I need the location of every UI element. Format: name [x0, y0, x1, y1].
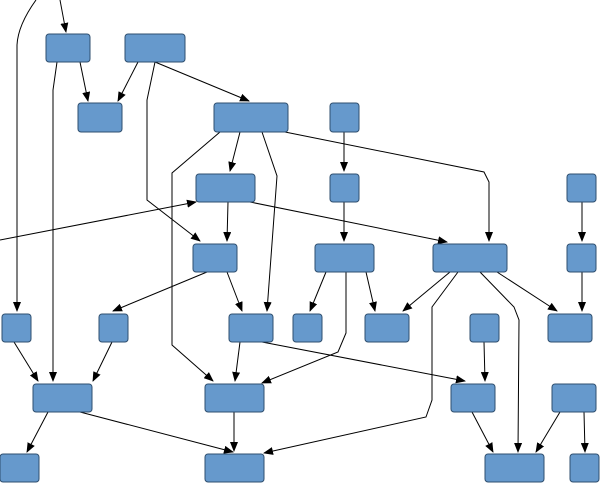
edge-arrow — [228, 131, 241, 172]
edge-arrow — [535, 411, 561, 453]
edge-arrow — [92, 341, 113, 382]
edge-arrow — [402, 271, 451, 312]
edge-arrow — [226, 271, 243, 312]
diagram-node-n10[interactable] — [314, 243, 375, 273]
diagram-node-n1[interactable] — [45, 33, 91, 63]
diagram-node-n14[interactable] — [98, 313, 129, 343]
diagram-node-n21[interactable] — [204, 383, 265, 413]
diagram-node-n19[interactable] — [547, 313, 593, 343]
edge-arrow — [112, 271, 208, 312]
diagram-node-n24[interactable] — [0, 453, 40, 483]
edge-arrow — [580, 411, 589, 453]
edge-arrow — [261, 272, 347, 384]
edge-layer — [0, 0, 589, 455]
edge-arrow — [13, 0, 37, 312]
diagram-node-n8[interactable] — [566, 173, 597, 203]
diagram-node-n23[interactable] — [551, 383, 597, 413]
edge-arrow — [26, 411, 49, 453]
edge-arrow — [0, 199, 197, 241]
edge-arrow — [284, 131, 493, 242]
edge-arrow — [249, 201, 448, 245]
edge-arrow — [365, 271, 377, 312]
diagram-node-n25[interactable] — [204, 453, 265, 483]
edge-arrow — [223, 201, 232, 242]
diagram-node-n4[interactable] — [213, 102, 289, 133]
edge-arrow — [13, 341, 39, 382]
diagram-node-n26[interactable] — [484, 453, 545, 483]
diagram-node-n3[interactable] — [77, 102, 123, 133]
edge-arrow — [117, 61, 139, 102]
edge-arrow — [79, 411, 234, 454]
edge-arrow — [309, 271, 327, 312]
edge-arrow — [471, 411, 494, 453]
diagram-node-n12[interactable] — [566, 243, 597, 273]
diagram-node-n11[interactable] — [432, 243, 508, 273]
edge-arrow — [146, 61, 201, 242]
edge-arrow — [496, 271, 558, 312]
diagram-node-n7[interactable] — [329, 173, 360, 203]
diagram-node-n15[interactable] — [228, 313, 274, 343]
edge-arrow — [480, 341, 489, 382]
edge-arrow — [49, 61, 58, 382]
diagram-node-n16[interactable] — [292, 313, 323, 343]
edge-arrow — [79, 61, 91, 102]
diagram-node-n6[interactable] — [195, 173, 256, 203]
diagram-node-n13[interactable] — [1, 313, 32, 343]
edge-arrow — [261, 341, 466, 384]
edge-arrow — [154, 61, 250, 102]
node-layer — [0, 33, 600, 483]
diagram-node-n5[interactable] — [329, 102, 360, 133]
edge-arrow — [263, 271, 459, 455]
edge-arrow — [171, 131, 221, 382]
diagram-node-n9[interactable] — [192, 243, 238, 273]
diagram-node-n20[interactable] — [32, 383, 93, 413]
edge-arrow — [232, 341, 241, 382]
edge-arrow — [261, 131, 278, 312]
edge-arrow — [479, 271, 523, 453]
diagram-node-n17[interactable] — [364, 313, 410, 343]
diagram-node-n22[interactable] — [450, 383, 496, 413]
diagram-node-n27[interactable] — [569, 453, 600, 483]
diagram-node-n2[interactable] — [124, 33, 186, 63]
edge-arrow — [59, 0, 69, 33]
diagram-node-n18[interactable] — [469, 313, 500, 343]
